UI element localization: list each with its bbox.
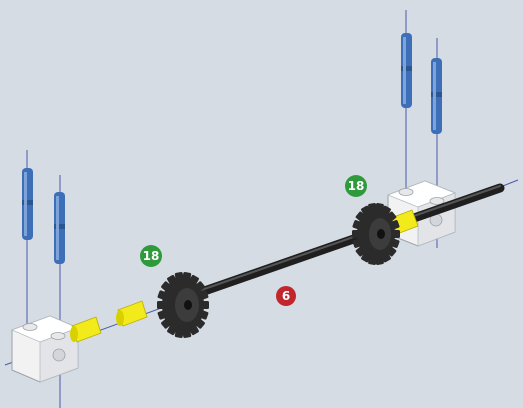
gear-right	[352, 203, 400, 265]
gear-left	[157, 272, 209, 338]
left-bush-2	[116, 300, 148, 327]
callout-axle: 6	[276, 286, 296, 306]
left-pin-2	[54, 192, 65, 264]
left-bush-1	[70, 316, 102, 343]
left-brick	[10, 315, 80, 383]
left-pin-1	[22, 168, 33, 240]
callout-axle-text: 6	[282, 289, 290, 303]
callout-gear-left: 18	[140, 245, 162, 267]
axle	[185, 183, 505, 301]
right-pin-2	[431, 58, 442, 134]
callout-gear-right-text: 18	[348, 179, 365, 193]
callout-gear-right: 18	[345, 175, 367, 197]
callout-gear-left-text: 18	[143, 249, 160, 263]
right-pin-1	[401, 33, 412, 108]
